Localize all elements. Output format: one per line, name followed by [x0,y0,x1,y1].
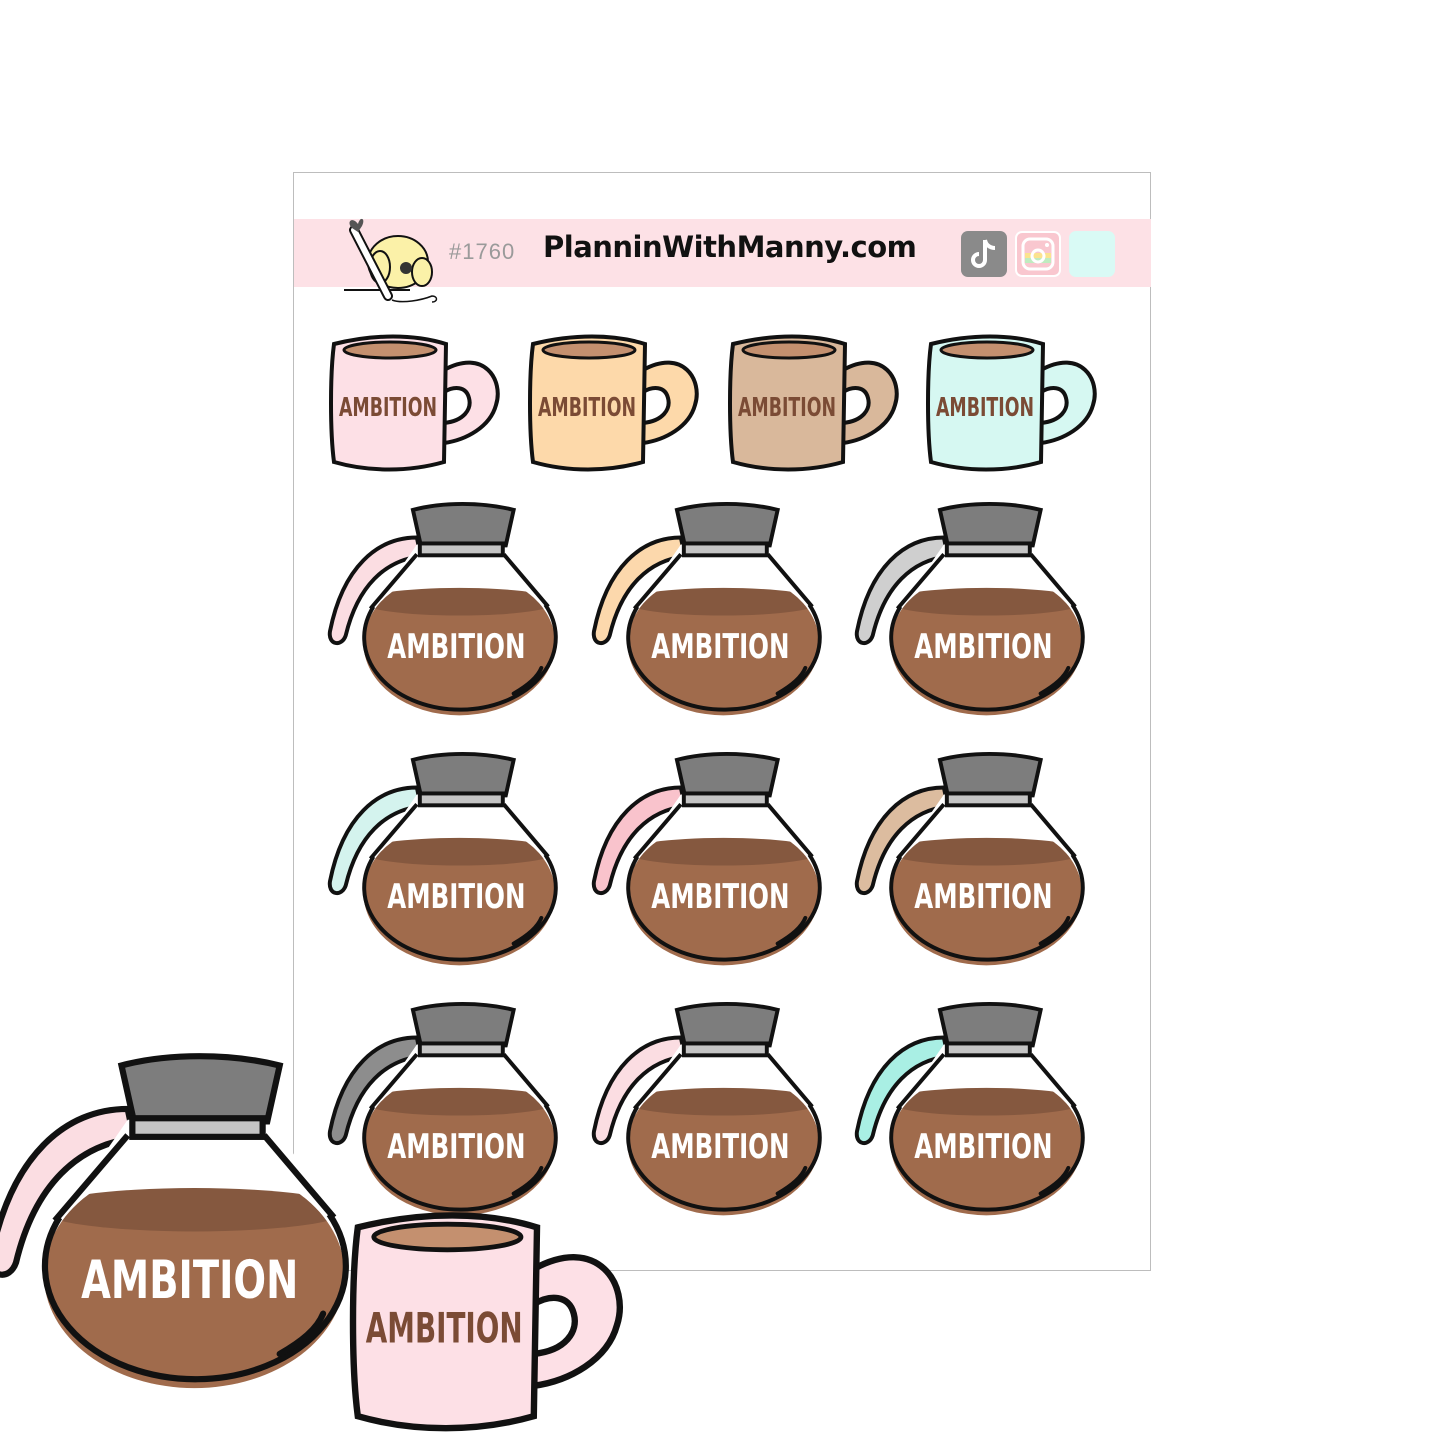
coffee-pot-sticker: AMBITION [591,502,822,716]
sticker-text: AMBITION [339,393,437,423]
coffee-pot-sticker: AMBITION [327,1002,558,1216]
mug-sticker: AMBITION [728,334,899,472]
mug-sticker: AMBITION [528,334,699,472]
sticker-text: AMBITION [387,877,525,916]
coffee-pot-sticker: AMBITION [854,502,1085,716]
sticker-text: AMBITION [651,627,789,666]
coffee-pot-sticker: AMBITION [854,752,1085,966]
preview-coffee-pot: AMBITION [0,1053,349,1389]
sticker-text: AMBITION [366,1304,523,1353]
sticker-text: AMBITION [914,627,1052,666]
sticker-text: AMBITION [538,393,636,423]
sticker-text: AMBITION [651,877,789,916]
coffee-pot-sticker: AMBITION [327,502,558,716]
blank-social-icon[interactable] [1069,231,1115,277]
preview-mug: AMBITION [349,1212,623,1432]
sticker-text: AMBITION [738,393,836,423]
dog-mascot-logo [344,218,438,303]
sticker-text: AMBITION [914,877,1052,916]
website-label: PlanninWithManny.com [543,230,917,264]
coffee-pot-sticker: AMBITION [327,752,558,966]
coffee-pot-sticker: AMBITION [591,752,822,966]
sticker-text: AMBITION [651,1127,789,1166]
sticker-text: AMBITION [387,627,525,666]
tiktok-icon[interactable] [961,231,1007,277]
instagram-icon[interactable] [1015,231,1061,277]
mug-sticker: AMBITION [926,334,1097,472]
product-number: #1760 [449,239,516,264]
coffee-pot-sticker: AMBITION [591,1002,822,1216]
sticker-text: AMBITION [914,1127,1052,1166]
coffee-pot-sticker: AMBITION [854,1002,1085,1216]
mug-sticker: AMBITION [329,334,500,472]
sticker-text: AMBITION [936,393,1034,423]
sticker-text: AMBITION [387,1127,525,1166]
sticker-text: AMBITION [81,1250,298,1311]
header-band [294,219,1151,287]
